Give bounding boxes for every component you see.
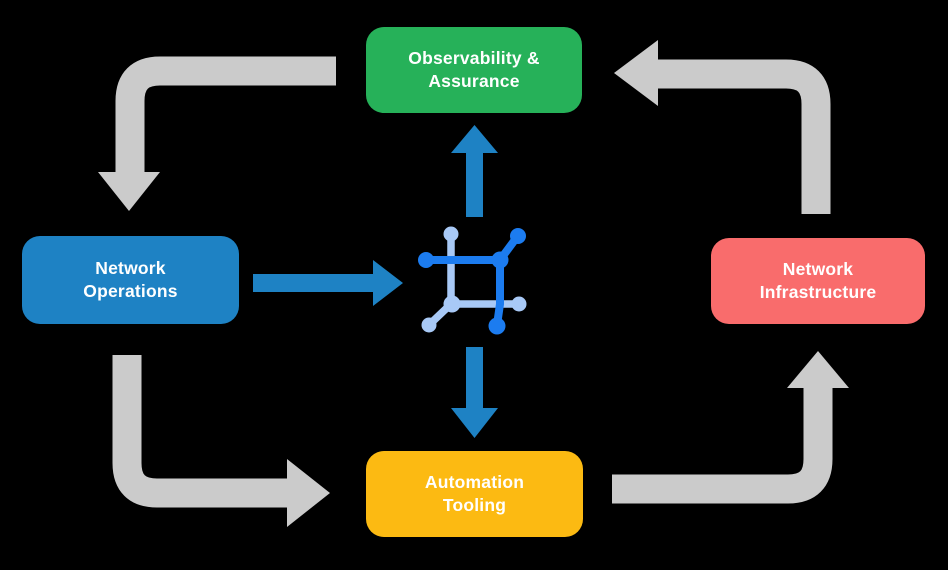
arrow-operations-to-automation-icon xyxy=(112,355,330,527)
node-automation-tooling: Automation Tooling xyxy=(366,451,583,537)
arrow-automation-to-infrastructure-icon xyxy=(612,351,849,504)
network-fabric-icon xyxy=(418,226,527,335)
arrow-observability-to-operations-icon xyxy=(98,56,336,211)
node-network-operations: Network Operations xyxy=(22,236,239,324)
node-automation-label: Automation Tooling xyxy=(424,471,525,515)
arrow-center-to-observability-icon xyxy=(451,125,498,217)
arrow-infrastructure-to-observability-icon xyxy=(614,40,831,214)
arrow-center-to-automation-icon xyxy=(451,347,498,438)
node-network-infrastructure: Network Infrastructure xyxy=(711,238,925,324)
node-observability-assurance: Observability & Assurance xyxy=(366,27,582,113)
network-icon-dark-part xyxy=(418,228,526,335)
node-infrastructure-label: Network Infrastructure xyxy=(759,258,877,302)
node-operations-label: Network Operations xyxy=(83,257,178,301)
node-observability-label: Observability & Assurance xyxy=(408,47,540,91)
arrow-operations-to-center-icon xyxy=(253,260,403,306)
